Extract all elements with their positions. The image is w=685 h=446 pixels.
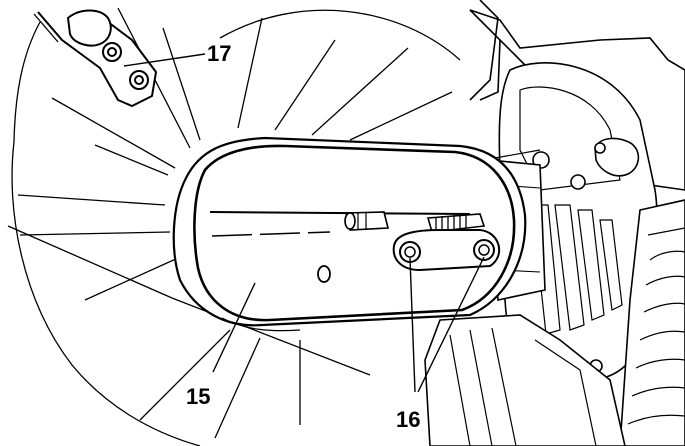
callout-15: 15 bbox=[186, 384, 210, 409]
leader-17 bbox=[123, 53, 206, 67]
mounting-bracket bbox=[33, 9, 158, 108]
callout-17: 17 bbox=[207, 41, 231, 66]
callout-16: 16 bbox=[396, 407, 420, 432]
leader-lines bbox=[123, 53, 485, 393]
belt-guard bbox=[172, 136, 527, 332]
leader-16-left bbox=[409, 257, 416, 393]
leader-15 bbox=[212, 282, 256, 373]
leader-16-right bbox=[417, 256, 485, 393]
